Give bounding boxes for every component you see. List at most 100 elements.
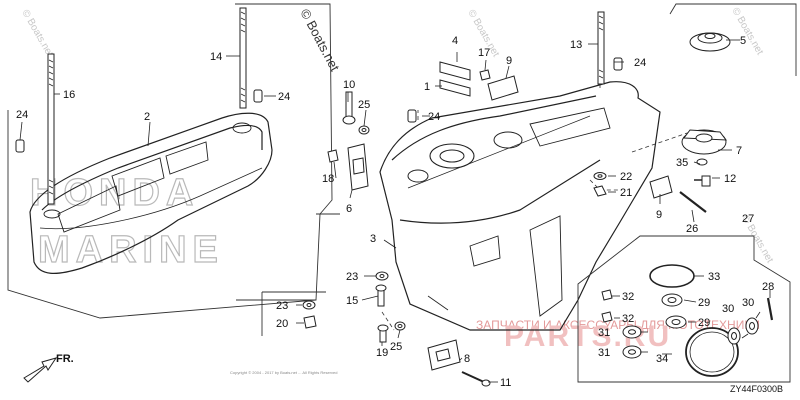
stud-bolt-part-16 <box>239 7 247 109</box>
kit-box-part-27 <box>577 235 791 383</box>
callout-6: 6 <box>346 203 352 215</box>
assembly-boundary-lines <box>7 3 340 319</box>
parts-shop-logo-watermark: PARTS.RU <box>504 320 671 353</box>
callout-29-lower: 29 <box>698 317 710 329</box>
nut-part-18 <box>479 69 491 81</box>
bolt-part-12 <box>694 175 711 187</box>
callout-2: 2 <box>144 111 150 123</box>
nut-part-32 <box>601 289 613 323</box>
callout-9-top: 9 <box>506 55 512 67</box>
grommet-part-9-top <box>487 75 519 101</box>
washer-part-25-bottom <box>394 321 406 331</box>
legend-nut-part-20 <box>303 315 317 329</box>
pin-part-28 <box>766 297 774 321</box>
callout-labels: 16 2 14 24 24 10 25 24 1 4 17 9 13 24 5 … <box>16 35 774 389</box>
callout-24-right: 24 <box>634 57 646 69</box>
callout-20-legend: 20 <box>276 318 288 330</box>
callout-26: 26 <box>686 223 698 235</box>
o-ring-part-33 <box>649 264 695 288</box>
callout-15: 15 <box>346 295 358 307</box>
seal-part-5 <box>689 32 731 52</box>
callout-25-bottom: 25 <box>390 341 402 353</box>
callout-25-top: 25 <box>358 99 370 111</box>
dowel-pin-part-24-center <box>407 57 623 123</box>
honda-marine-watermark: HONDA MARINE <box>29 171 224 271</box>
front-direction-label: FR. <box>56 353 74 365</box>
clip-part-6 <box>347 143 369 191</box>
parts-shop-watermark-text: ЗАПЧАСТИ И АКСЕССУАРЫ ДЛЯ МОТОТЕХНИКИ <box>476 318 760 332</box>
callout-35: 35 <box>676 157 688 169</box>
plate-part-7 <box>427 339 461 371</box>
callout-19: 18 <box>322 173 334 185</box>
callout-23-center: 23 <box>346 271 358 283</box>
bearing-part-29 <box>661 293 687 329</box>
screw-part-11 <box>461 371 491 387</box>
o-ring-part-34 <box>685 327 739 377</box>
bolt-part-26 <box>679 191 707 213</box>
callout-22: 22 <box>620 171 632 183</box>
honda-watermark-text: HONDA <box>30 172 199 214</box>
callout-1: 1 <box>424 81 430 93</box>
callout-11: 11 <box>500 377 511 389</box>
washer-part-22 <box>593 172 607 180</box>
callout-10: 10 <box>343 79 355 91</box>
callout-30-right: 30 <box>742 297 754 309</box>
callout-14: 13 <box>570 39 582 51</box>
legend-washer-part-23 <box>302 300 316 310</box>
callout-13: 19 <box>376 347 388 359</box>
callout-18: 17 <box>478 47 490 59</box>
bearing-part-31 <box>622 325 642 359</box>
legend-box <box>261 291 326 336</box>
callout-28: 28 <box>762 281 774 293</box>
callout-31-upper: 31 <box>598 327 610 339</box>
callout-24-left-upper: 24 <box>278 91 290 103</box>
callout-17: 16 <box>63 89 75 101</box>
callout-24-left-lower: 24 <box>16 109 28 121</box>
callout-21: 21 <box>620 187 632 199</box>
boats-net-vertical-watermark: © Boats.net <box>297 6 342 74</box>
washer-part-23-center <box>375 271 389 281</box>
bolt-part-15 <box>375 284 387 307</box>
callout-16: 14 <box>210 51 222 63</box>
callout-3: 3 <box>370 233 376 245</box>
seal-part-30 <box>727 317 759 345</box>
callout-32-lower: 32 <box>622 313 634 325</box>
stud-bolt-part-17 <box>47 53 55 205</box>
grommet-part-9-bottom <box>649 175 673 199</box>
washer-part-35 <box>696 158 708 166</box>
diagram-code: ZY44F0300B <box>730 384 783 394</box>
callout-24-center: 24 <box>428 111 440 123</box>
callout-7: 8 <box>464 353 470 365</box>
lower-cover-part-2 <box>29 112 273 274</box>
callout-30-upper: 30 <box>722 303 734 315</box>
callout-9-bottom: 9 <box>656 209 662 221</box>
callout-4: 4 <box>452 35 458 47</box>
nut-part-21 <box>593 185 607 197</box>
boats-net-faint-watermark-left: © Boats.net <box>19 8 55 59</box>
callout-8: 7 <box>736 145 742 157</box>
fine-print: Copyright © 2004 - 2017 by Boats.net ...… <box>230 370 337 375</box>
marine-watermark-text: MARINE <box>38 229 224 271</box>
clip-part-19 <box>327 149 339 163</box>
callout-12: 12 <box>724 173 736 185</box>
front-direction-arrow-icon <box>23 357 58 383</box>
anode-part-1-4 <box>439 61 471 97</box>
washer-part-25-top <box>358 125 370 135</box>
gear-case-part-3 <box>379 81 661 331</box>
callout-31-lower: 31 <box>598 347 610 359</box>
callout-5: 5 <box>740 35 746 47</box>
callout-29-upper: 29 <box>698 297 710 309</box>
leader-lines <box>19 39 771 383</box>
callout-33: 33 <box>708 271 720 283</box>
impeller-part-8 <box>681 129 728 155</box>
callout-23-legend: 23 <box>276 300 288 312</box>
stud-bolt-part-14 <box>597 11 605 85</box>
bolt-part-13 <box>377 324 389 343</box>
bolt-part-10 <box>342 91 356 125</box>
callout-34: 34 <box>656 353 668 365</box>
callout-27: 27 <box>742 213 754 225</box>
frame-line-upper-right <box>669 3 797 76</box>
boats-net-faint-watermark-right: © Boats.net <box>729 6 765 57</box>
callout-32-upper: 32 <box>622 291 634 303</box>
